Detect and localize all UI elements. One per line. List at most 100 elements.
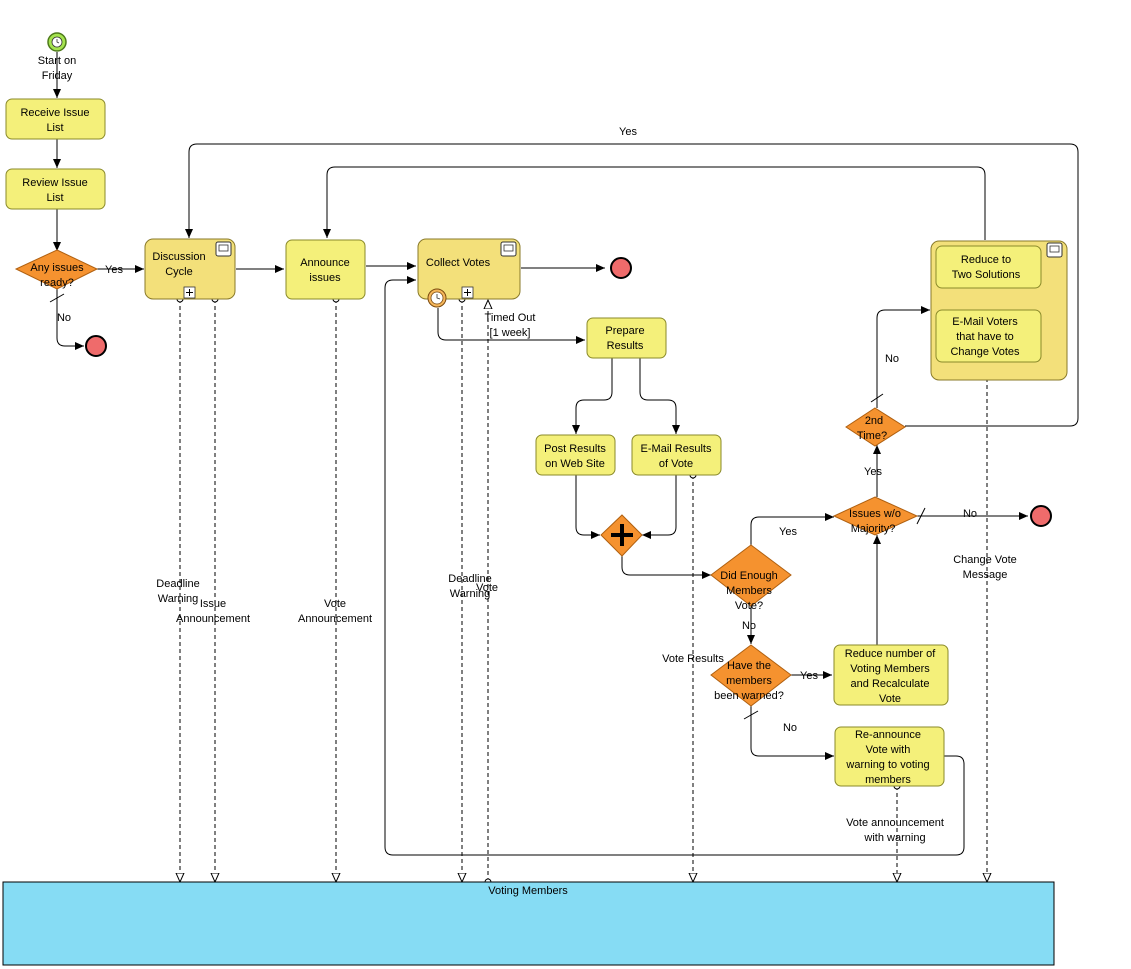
start-label-1: Start on <box>38 55 77 67</box>
flow-join-didenough <box>621 556 711 579</box>
message-label: Deadline <box>156 578 199 590</box>
task-label-line: Review Issue <box>22 177 87 189</box>
task-announce-issues[interactable]: Announce issues <box>285 239 366 300</box>
gateway-second-time[interactable]: 2nd Time? <box>845 407 906 447</box>
message-label: with warning <box>863 832 925 844</box>
message-label: Vote Results <box>662 653 724 665</box>
subprocess-label-line: Cycle <box>165 266 193 278</box>
gateway-did-enough-vote[interactable]: Did Enough Members Vote? <box>710 544 792 612</box>
task-email-results[interactable]: E-Mail Results of Vote <box>631 434 722 476</box>
task-label-line: that have to <box>956 331 1014 343</box>
monitor-icon <box>215 241 232 257</box>
task-email-voters[interactable]: E-Mail Voters that have to Change Votes <box>935 309 1042 363</box>
flow-email-join <box>642 475 677 539</box>
task-box <box>631 434 722 476</box>
task-label-line: Vote <box>879 693 901 705</box>
task-review-issue-list[interactable]: Review Issue List <box>5 168 106 210</box>
task-box <box>5 168 106 210</box>
task-label-line: issues <box>309 272 341 284</box>
subprocess-discussion-cycle[interactable]: Discussion Cycle <box>144 238 236 300</box>
task-receive-issue-list[interactable]: Receive Issue List <box>5 98 106 140</box>
task-label-line: Announce <box>300 257 350 269</box>
flow-label-timed-out: Timed Out <box>485 312 536 324</box>
timer-icon <box>427 288 447 308</box>
subprocess-label-line: Discussion <box>152 251 205 263</box>
subprocess-collect-votes[interactable]: Collect Votes <box>417 238 521 308</box>
message-label: Vote <box>476 582 498 594</box>
flow-label-timed-out: [1 week] <box>490 327 531 339</box>
task-label-line: Receive Issue <box>20 107 89 119</box>
subprocess-box <box>417 238 521 300</box>
flow-label-yes: Yes <box>864 466 882 478</box>
task-label-line: Vote with <box>866 744 911 756</box>
gateway-diamond <box>710 544 792 607</box>
gateway-parallel-join[interactable] <box>600 514 643 557</box>
message-label: Announcement <box>176 613 250 625</box>
flow-label-no: No <box>742 620 756 632</box>
end-event-no-majority[interactable] <box>1030 505 1052 527</box>
message-label: Vote <box>324 598 346 610</box>
task-label-line: E-Mail Voters <box>952 316 1018 328</box>
monitor-icon <box>1046 242 1063 258</box>
flow-label-no: No <box>57 312 71 324</box>
gateway-any-issues-ready[interactable]: Any issues ready? <box>14 249 99 290</box>
gateway-label-line: ready? <box>40 277 74 289</box>
task-box <box>285 239 366 300</box>
task-box <box>935 245 1042 289</box>
task-box <box>586 317 667 359</box>
flow-label-yes: Yes <box>105 264 123 276</box>
flow-label-no: No <box>885 353 899 365</box>
message-label: Warning <box>450 588 491 600</box>
message-labels: Deadline Warning Issue Announcement Vote… <box>156 554 1017 844</box>
task-box <box>834 726 945 787</box>
task-label-line: Change Votes <box>950 346 1020 358</box>
timer-icon <box>51 36 63 48</box>
task-label-line: Two Solutions <box>952 269 1021 281</box>
task-label-line: warning to voting <box>845 759 929 771</box>
task-label-line: Post Results <box>544 443 606 455</box>
task-label-line: Results <box>607 340 644 352</box>
start-event[interactable]: Start on Friday <box>38 32 77 82</box>
end-event-no-issues[interactable] <box>85 335 107 357</box>
gateway-label-line: been warned? <box>714 690 784 702</box>
flow-didenough-majority <box>750 513 834 545</box>
task-reannounce[interactable]: Re-announce Vote with warning to voting … <box>834 726 945 787</box>
end-event-collect[interactable] <box>610 257 632 279</box>
task-label-line: List <box>46 192 63 204</box>
start-label-2: Friday <box>42 70 73 82</box>
flow-second-subprocess <box>876 306 930 408</box>
task-prepare-results[interactable]: Prepare Results <box>586 317 667 359</box>
task-label-line: Re-announce <box>855 729 921 741</box>
gateway-label-line: Majority? <box>851 523 896 535</box>
monitor-icon <box>500 241 517 257</box>
task-label-line: Reduce to <box>961 254 1011 266</box>
gateway-diamond <box>832 496 919 536</box>
flow-post-join <box>575 475 600 539</box>
gateway-diamond <box>845 407 906 447</box>
task-post-results[interactable]: Post Results on Web Site <box>535 434 616 476</box>
plus-box-icon <box>461 286 474 299</box>
gateway-label-line: Any issues <box>30 262 84 274</box>
task-reduce-solutions[interactable]: Reduce to Two Solutions <box>935 245 1042 289</box>
flow-label-yes: Yes <box>800 670 818 682</box>
flow-prepare-email <box>639 358 680 434</box>
flow-timeout-prepare <box>437 308 585 344</box>
gateway-label-line: Vote? <box>735 600 763 612</box>
gateway-members-warned[interactable]: Have the members been warned? <box>710 644 792 707</box>
task-label-line: Prepare <box>605 325 644 337</box>
gateway-label-line: 2nd <box>865 415 883 427</box>
flow-warned-reannounce <box>750 706 834 760</box>
default-flow-slash <box>916 507 926 525</box>
gateway-issues-wo-majority[interactable]: Issues w/o Majority? <box>832 496 919 536</box>
message-flows <box>180 299 987 882</box>
task-reduce-members[interactable]: Reduce number of Voting Members and Reca… <box>833 644 949 706</box>
flow-second-yes-discussion <box>185 143 1079 427</box>
flow-labels: Yes No Timed Out [1 week] Yes No Yes No … <box>57 126 977 734</box>
message-label: Issue <box>200 598 226 610</box>
task-label-line: on Web Site <box>545 458 605 470</box>
subprocess-change-votes[interactable]: Reduce to Two Solutions E-Mail Voters th… <box>930 240 1068 381</box>
message-label: Vote announcement <box>846 817 944 829</box>
subprocess-label-line: Collect Votes <box>426 257 491 269</box>
message-label: Announcement <box>298 613 372 625</box>
flow-prepare-post <box>572 358 613 434</box>
